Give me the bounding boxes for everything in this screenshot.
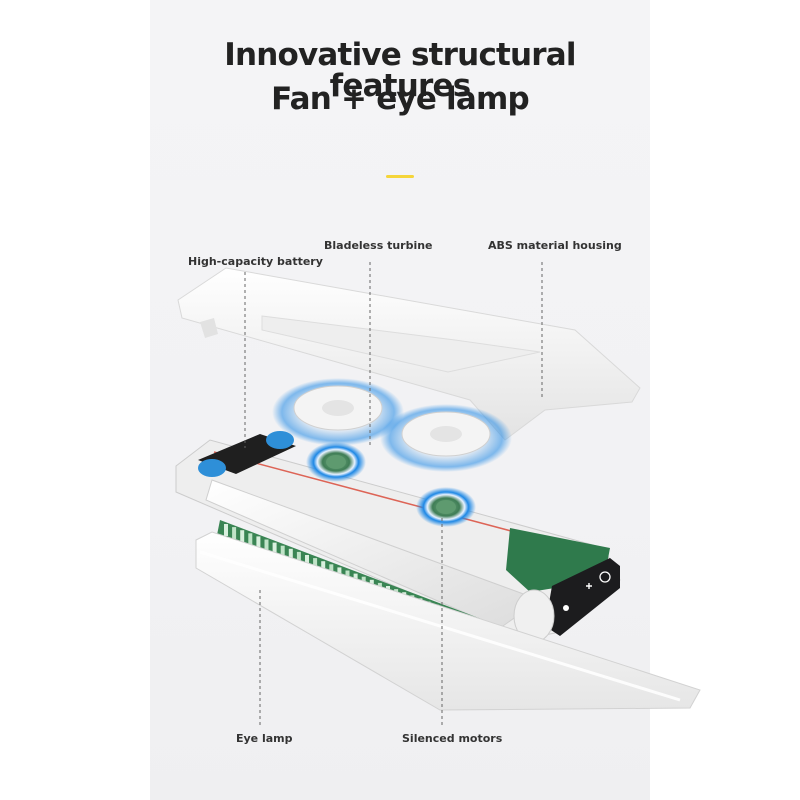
led-pin <box>321 561 326 574</box>
abs-housing-cover <box>177 267 641 441</box>
eye-lamp-callout: Eye lamp <box>236 732 293 745</box>
control-panel <box>513 558 620 643</box>
power-button-icon[interactable] <box>599 571 611 583</box>
battery-icon <box>198 431 296 477</box>
led-pin <box>256 536 261 549</box>
turbine-callout: Bladeless turbine <box>324 239 433 252</box>
led-pin <box>296 551 301 564</box>
led-pin <box>280 545 285 558</box>
headline-line-1: Innovative structural features <box>224 37 576 104</box>
accent-divider <box>386 175 414 178</box>
led-pin <box>240 530 245 543</box>
led-pin <box>264 539 269 552</box>
headline-line-2: Fan + eye lamp <box>271 81 530 117</box>
led-pin <box>272 542 277 555</box>
motor-icon <box>416 487 476 527</box>
callout-leaders <box>244 262 543 725</box>
led-pin <box>305 555 309 567</box>
light-icon[interactable] <box>563 605 569 611</box>
eye-lamp-tube <box>195 531 701 711</box>
motor-icon <box>306 442 366 482</box>
led-pin <box>288 548 293 561</box>
motors-callout: Silenced motors <box>402 732 503 745</box>
fan-turbine-icon <box>380 404 512 472</box>
battery-callout: High-capacity battery <box>188 255 323 268</box>
led-pin <box>313 558 318 571</box>
led-pin <box>248 533 253 546</box>
fan-turbine-icon <box>272 378 404 446</box>
plus-icon[interactable] <box>586 583 592 589</box>
led-pin <box>232 527 237 540</box>
led-pin <box>224 524 228 536</box>
housing-callout: ABS material housing <box>488 239 622 252</box>
